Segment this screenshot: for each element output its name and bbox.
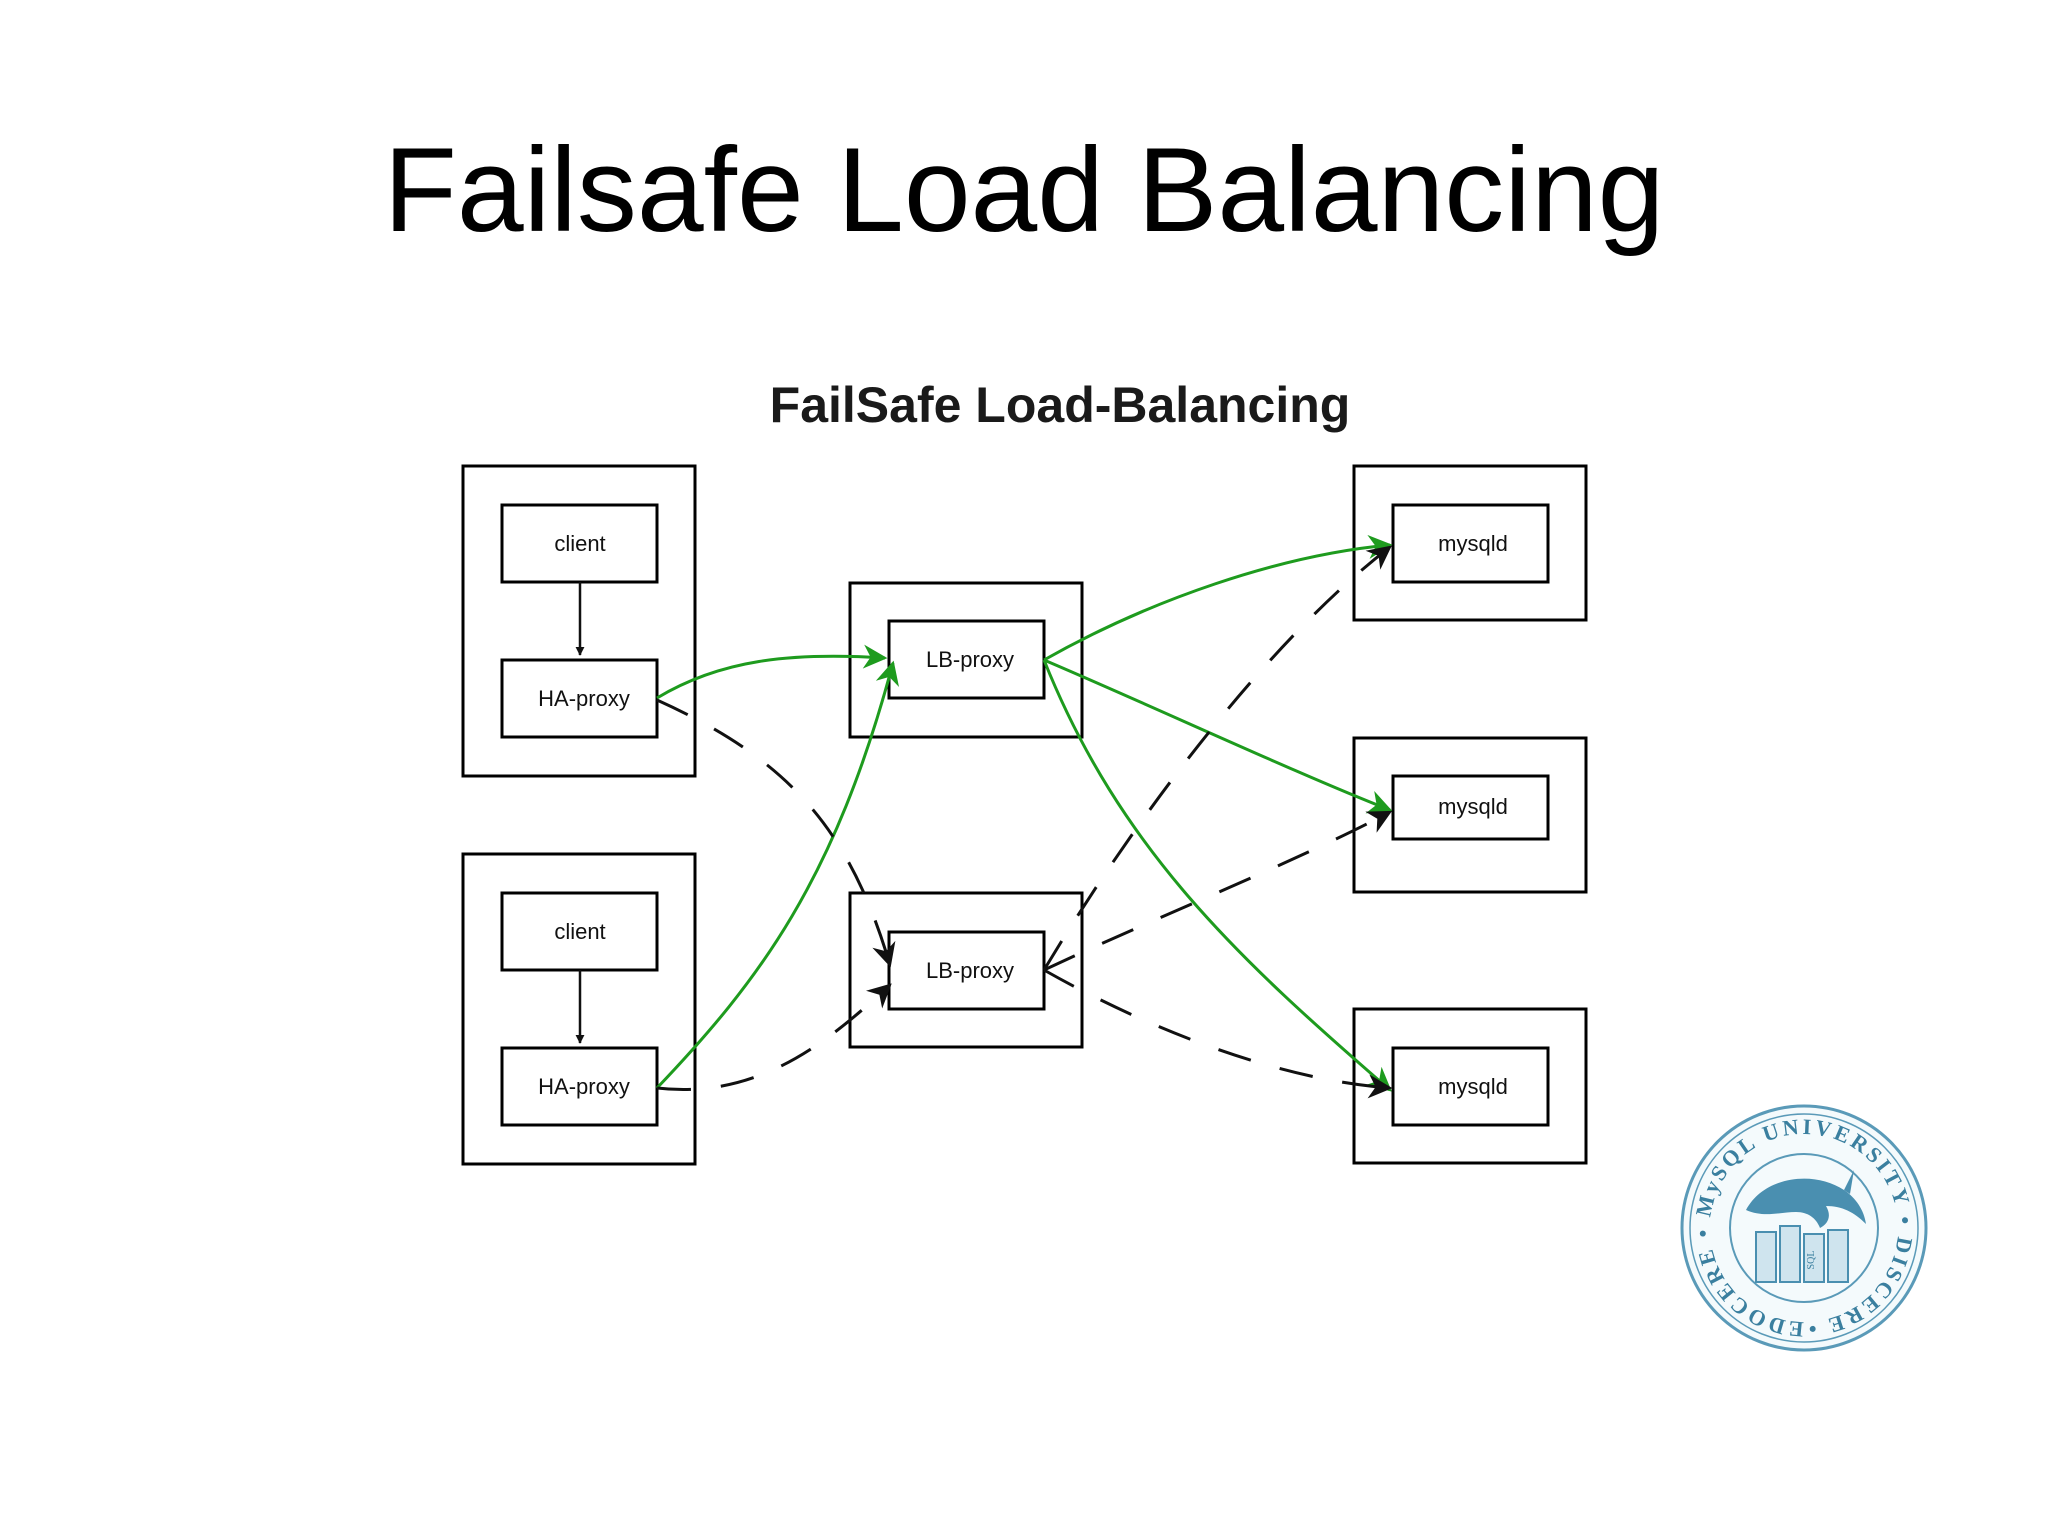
diagram-title: FailSafe Load-Balancing xyxy=(769,377,1351,433)
book-label: SQL xyxy=(1806,1251,1817,1270)
label-mysqld2: mysqld xyxy=(1438,794,1508,819)
edge-active-lbproxy1-mysqld2 xyxy=(1043,658,1393,814)
node-lbproxy2 xyxy=(887,930,1046,1011)
host-box-client2 xyxy=(461,852,697,1166)
dolphin-icon xyxy=(1746,1178,1866,1228)
node-haproxy1 xyxy=(500,658,659,739)
label-client2: client xyxy=(554,919,605,944)
edge-standby-lbproxy2-mysqld2 xyxy=(1043,810,1393,972)
label-mysqld3: mysqld xyxy=(1438,1074,1508,1099)
label-client1: client xyxy=(554,531,605,556)
edge-standby-haproxy2-lbproxy2 xyxy=(656,983,892,1091)
label-mysqld1: mysqld xyxy=(1438,531,1508,556)
slide-title: Failsafe Load Balancing xyxy=(383,123,1665,257)
host-box-lbproxy2 xyxy=(848,891,1084,1049)
edge-active-haproxy1-lbproxy1 xyxy=(656,644,888,700)
host-box-mysqld2 xyxy=(1352,736,1588,894)
books-icon xyxy=(1755,1225,1849,1283)
edge-active-lbproxy1-mysqld1 xyxy=(1043,535,1393,662)
host-box-mysqld1 xyxy=(1352,464,1588,622)
host-box-lbproxy1 xyxy=(848,581,1084,739)
label-lbproxy1: LB-proxy xyxy=(926,647,1014,672)
edge-standby-lbproxy2-mysqld3 xyxy=(1043,968,1393,1099)
mysql-university-seal-logo: EDOCERE • MySQL UNIVERSITY • DISCERE • S… xyxy=(1680,1104,1928,1352)
label-haproxy1: HA-proxy xyxy=(538,686,630,711)
label-lbproxy2: LB-proxy xyxy=(926,958,1014,983)
edge-standby-lbproxy2-mysqld1 xyxy=(1042,545,1392,971)
edge-standby-haproxy1-lbproxy2 xyxy=(656,698,896,968)
node-client2 xyxy=(500,891,659,972)
host-box-mysqld3 xyxy=(1352,1007,1588,1165)
node-client1 xyxy=(500,503,659,584)
node-mysqld3 xyxy=(1391,1046,1550,1127)
edge-active-haproxy2-lbproxy1 xyxy=(655,660,900,1090)
edge-active-lbproxy1-mysqld3 xyxy=(1042,659,1392,1092)
node-mysqld1 xyxy=(1391,503,1550,584)
node-lbproxy1 xyxy=(887,619,1046,700)
host-box-client1 xyxy=(461,464,697,778)
node-haproxy2 xyxy=(500,1046,659,1127)
node-mysqld2 xyxy=(1391,774,1550,841)
label-haproxy2: HA-proxy xyxy=(538,1074,630,1099)
